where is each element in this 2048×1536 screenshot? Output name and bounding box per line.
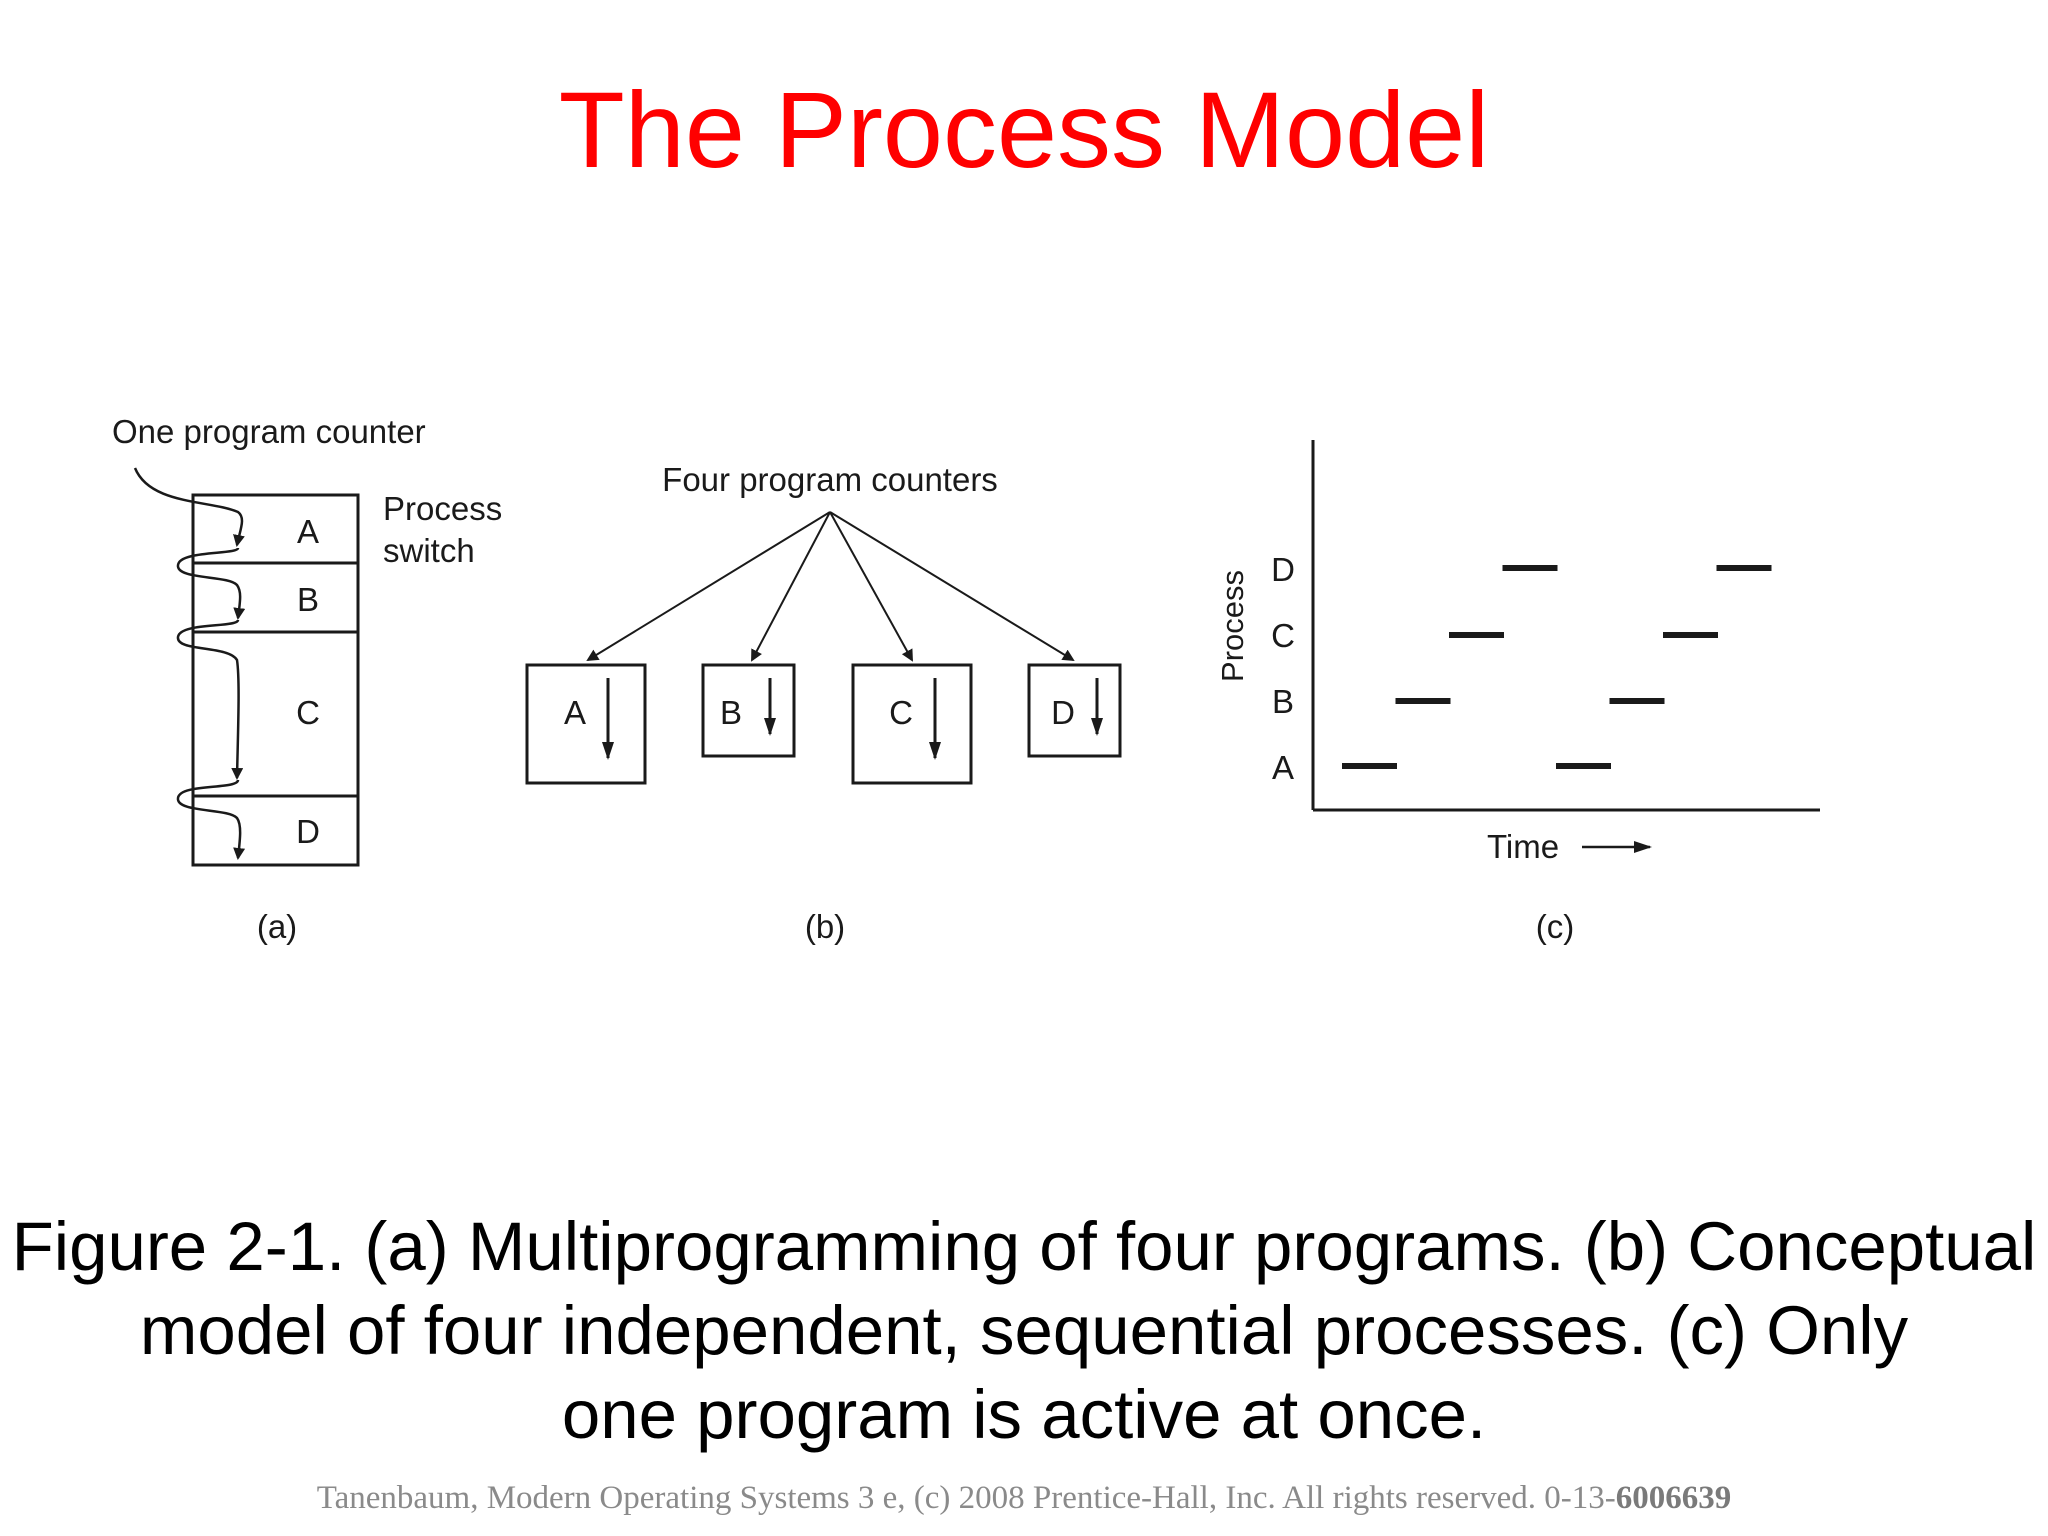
panel-b-caption: (b): [805, 908, 845, 945]
fanout-arrow-d: [829, 511, 1075, 662]
y-tick-d: D: [1271, 551, 1295, 588]
block-label-b: B: [297, 581, 319, 618]
block-label-a: A: [297, 513, 319, 550]
process-box-b: [701, 663, 796, 758]
schedule-bars: [1342, 565, 1772, 769]
figure-caption: Figure 2-1. (a) Multiprogramming of four…: [0, 1205, 2048, 1457]
slide-title: The Process Model: [558, 69, 1490, 190]
process-box-a: [525, 663, 647, 785]
program-counter-path: [133, 467, 246, 860]
y-tick-a: A: [1272, 749, 1294, 786]
x-axis-label: Time: [1487, 828, 1559, 865]
caption-line-1: Figure 2-1. (a) Multiprogramming of four…: [11, 1208, 2037, 1285]
y-tick-b: B: [1272, 683, 1294, 720]
panel-a-caption: (a): [257, 908, 297, 945]
process-box-c: [851, 663, 973, 785]
process-model-figure: One program counter Process switch A B C…: [112, 413, 1820, 945]
four-program-counters-label: Four program counters: [662, 461, 998, 498]
process-label-d: D: [1051, 694, 1075, 731]
process-label-b: B: [720, 694, 742, 731]
block-label-d: D: [296, 813, 320, 850]
fanout-arrow-a: [586, 511, 831, 662]
fanout-arrow-c: [829, 511, 913, 662]
y-tick-c: C: [1271, 617, 1295, 654]
process-box-d: [1027, 663, 1122, 758]
panel-c-caption: (c): [1536, 908, 1574, 945]
footer-text: Tanenbaum, Modern Operating Systems 3 e,…: [316, 1480, 1616, 1516]
caption-line-3: one program is active at once.: [561, 1376, 1487, 1453]
process-label-a: A: [564, 694, 586, 731]
sequential-arrows: [602, 678, 1103, 760]
process-switch-label-line2: switch: [383, 532, 475, 569]
panel-a: One program counter Process switch A B C…: [112, 413, 502, 945]
caption-line-2: model of four independent, sequential pr…: [139, 1292, 1909, 1369]
copyright-footer: Tanenbaum, Modern Operating Systems 3 e,…: [0, 1480, 2048, 1517]
process-switch-label-line1: Process: [383, 490, 502, 527]
panel-c: Process D C B A Time (c): [1215, 440, 1820, 945]
fanout-arrow-b: [751, 511, 831, 662]
y-axis-label: Process: [1215, 570, 1250, 682]
panel-b: Four program counters A B C D (b): [525, 461, 1122, 945]
counter-fanout-arrows: [586, 511, 1075, 662]
footer-isbn: 6006639: [1615, 1480, 1732, 1516]
process-label-c: C: [889, 694, 913, 731]
block-label-c: C: [296, 694, 320, 731]
one-program-counter-label: One program counter: [112, 413, 426, 450]
memory-block-frame: [191, 493, 360, 867]
